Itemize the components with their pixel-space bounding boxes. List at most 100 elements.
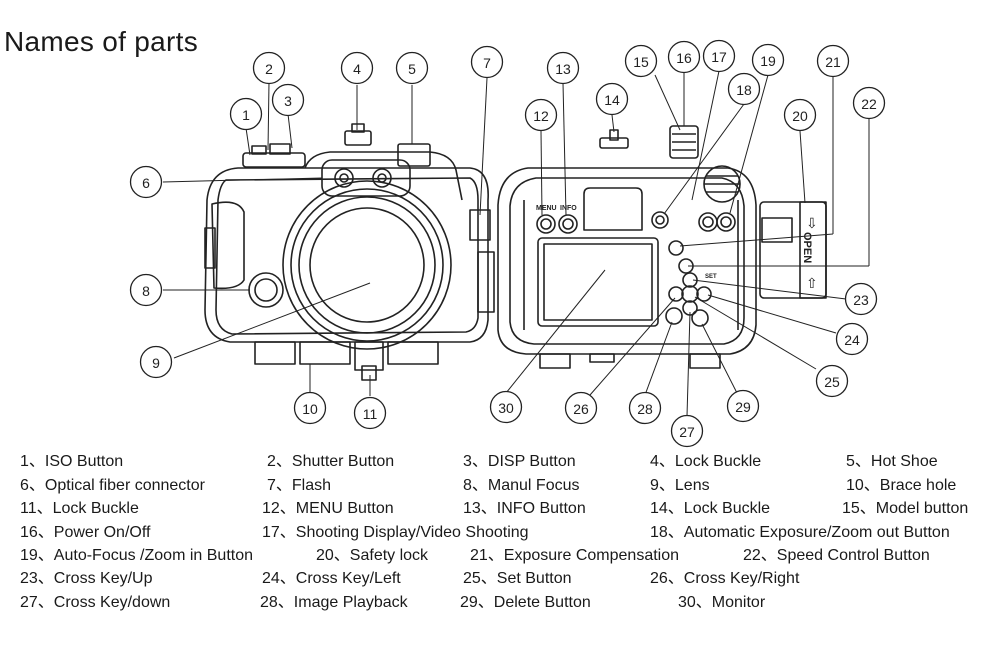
legend-item: 2、Shutter Button [267, 453, 395, 470]
callout-circle [667, 40, 701, 74]
callout-number: 24 [844, 332, 860, 348]
callout-29: 29 [726, 389, 760, 423]
callout-circle [293, 391, 327, 425]
callout-number: 19 [760, 53, 776, 69]
callout-circle [726, 389, 760, 423]
callout-number: 1 [242, 107, 250, 123]
legend-item: 11、Lock Buckle [20, 500, 139, 517]
callout-number: 23 [853, 292, 869, 308]
back-housing-illustration [497, 125, 827, 369]
housing-text-labels: MENU INFO SET OPEN ⇩ ⇧ [536, 205, 818, 291]
legend-item: 5、Hot Shoe [846, 453, 938, 470]
callout-13: 13 [546, 51, 580, 85]
callout-circle [470, 45, 504, 79]
callout-number: 21 [825, 54, 841, 70]
callout-circle [139, 345, 173, 379]
callout-15: 15 [624, 44, 658, 78]
callout-25: 25 [815, 364, 849, 398]
legend-item: 7、Flash [267, 477, 332, 494]
callout-circle [852, 86, 886, 120]
callout-circle [835, 322, 869, 356]
legend-item: 12、MENU Button [262, 500, 394, 517]
callout-1: 1 [229, 97, 263, 131]
callout-number: 28 [637, 401, 653, 417]
legend-item: 4、Lock Buckle [650, 453, 762, 470]
callout-number: 7 [483, 55, 491, 71]
legend-item: 21、Exposure Compensation [470, 547, 680, 564]
page-title: Names of parts [4, 26, 199, 57]
open-arrow-up-icon: ⇩ [806, 215, 818, 231]
callout-circle [670, 414, 704, 448]
legend-item: 3、DISP Button [463, 453, 576, 470]
legend-item: 24、Cross Key/Left [262, 570, 401, 587]
callout-circle [340, 51, 374, 85]
callout-5: 5 [395, 51, 429, 85]
legend-item: 14、Lock Buckle [650, 500, 771, 517]
front-housing-illustration [204, 123, 495, 381]
callout-circle [783, 98, 817, 132]
legend-item: 9、Lens [650, 477, 710, 494]
callout-number: 25 [824, 374, 840, 390]
callout-circle [271, 83, 305, 117]
callout-number: 15 [633, 54, 649, 70]
callout-circle [702, 39, 736, 73]
legend-item: 6、Optical fiber connector [20, 477, 205, 494]
legend-item: 28、Image Playback [260, 594, 408, 611]
legend-item: 26、Cross Key/Right [650, 570, 800, 587]
callout-28: 28 [628, 391, 662, 425]
callout-number: 3 [284, 93, 292, 109]
callout-circle [252, 51, 286, 85]
callout-7: 7 [470, 45, 504, 79]
legend-item: 10、Brace hole [846, 477, 957, 494]
callout-6: 6 [129, 165, 163, 199]
callout-circle [844, 282, 878, 316]
callout-number: 4 [353, 61, 361, 77]
legend-item: 27、Cross Key/down [20, 594, 171, 611]
callout-number: 8 [142, 283, 150, 299]
callout-circle [564, 391, 598, 425]
callout-3: 3 [271, 83, 305, 117]
legend-item: 25、Set Button [463, 570, 572, 587]
callout-number: 30 [498, 400, 514, 416]
legend-item: 13、INFO Button [463, 500, 586, 517]
callout-circle [395, 51, 429, 85]
callout-number: 29 [735, 399, 751, 415]
info-label: INFO [560, 205, 577, 212]
callout-4: 4 [340, 51, 374, 85]
callout-19: 19 [751, 43, 785, 77]
callout-30: 30 [489, 390, 523, 424]
callout-number: 22 [861, 96, 877, 112]
callout-circle [816, 44, 850, 78]
legend-item: 30、Monitor [678, 594, 766, 611]
callout-number: 26 [573, 401, 589, 417]
legend-item: 8、Manul Focus [463, 477, 580, 494]
callout-circle [751, 43, 785, 77]
callout-circle [489, 390, 523, 424]
callout-10: 10 [293, 391, 327, 425]
callout-26: 26 [564, 391, 598, 425]
legend-item: 20、Safety lock [316, 547, 429, 564]
callout-circle [353, 396, 387, 430]
callout-number: 14 [604, 92, 620, 108]
legend-item: 17、Shooting Display/Video Shooting [262, 524, 529, 541]
callout-number: 11 [363, 406, 378, 422]
set-label: SET [705, 274, 717, 280]
callout-circle [524, 98, 558, 132]
callout-16: 16 [667, 40, 701, 74]
callout-circle [815, 364, 849, 398]
menu-label: MENU [536, 205, 557, 212]
callout-number: 10 [302, 401, 318, 417]
legend-item: 1、ISO Button [20, 453, 124, 470]
callout-number: 6 [142, 175, 150, 191]
open-arrow-down-icon: ⇧ [806, 275, 818, 291]
legend-item: 29、Delete Button [460, 594, 591, 611]
callout-17: 17 [702, 39, 736, 73]
legend-item: 19、Auto-Focus /Zoom in Button [20, 547, 254, 564]
callout-14: 14 [595, 82, 629, 116]
legend-item: 23、Cross Key/Up [20, 570, 153, 587]
callout-circle [129, 273, 163, 307]
callout-23: 23 [844, 282, 878, 316]
callout-18: 18 [727, 72, 761, 106]
